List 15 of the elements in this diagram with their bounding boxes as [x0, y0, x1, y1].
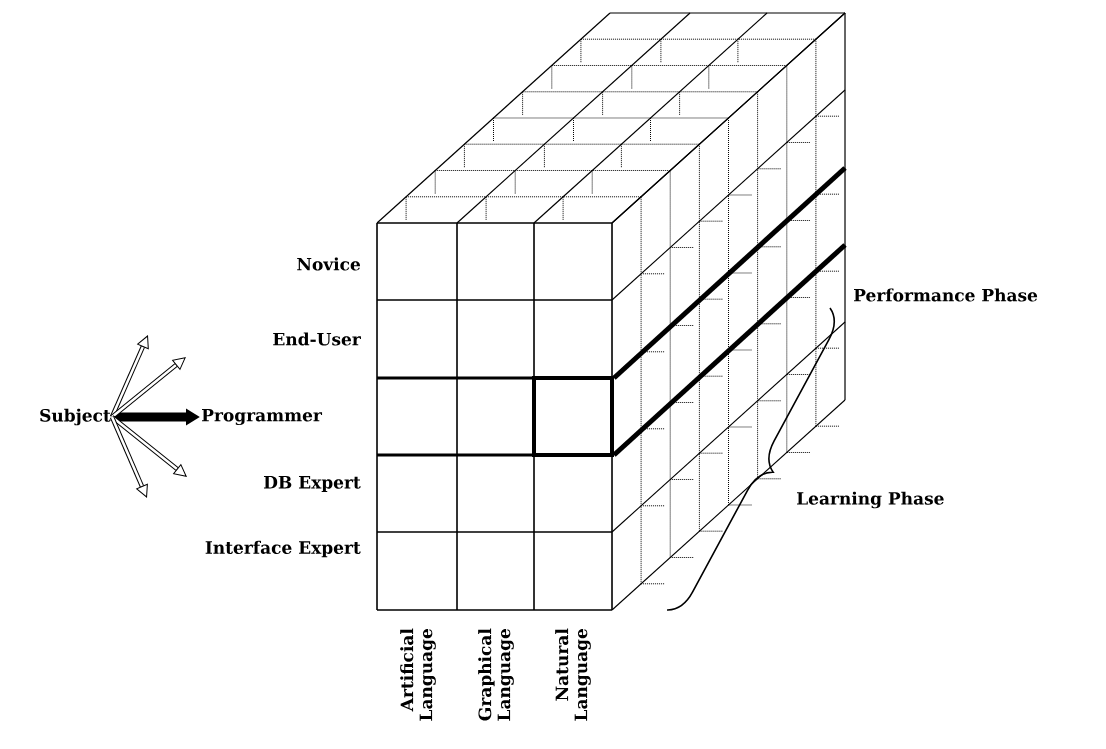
- row-label: Programmer: [202, 408, 323, 426]
- column-label: Graphical Language: [478, 628, 514, 721]
- arrow: [109, 335, 149, 418]
- column-label: Natural Language: [555, 628, 591, 721]
- arrow: [109, 416, 148, 498]
- column-label: Artificial Language: [400, 628, 436, 721]
- subject-label: Subject: [40, 408, 111, 426]
- row-label: Interface Expert: [205, 540, 361, 558]
- arrow: [110, 357, 186, 419]
- row-label: DB Expert: [263, 476, 361, 492]
- phase-label: Learning Phase: [797, 491, 944, 509]
- row-label: End-User: [273, 332, 361, 346]
- phase-label: Performance Phase: [854, 288, 1038, 302]
- row-label: Novice: [297, 257, 361, 271]
- arrow: [110, 415, 187, 477]
